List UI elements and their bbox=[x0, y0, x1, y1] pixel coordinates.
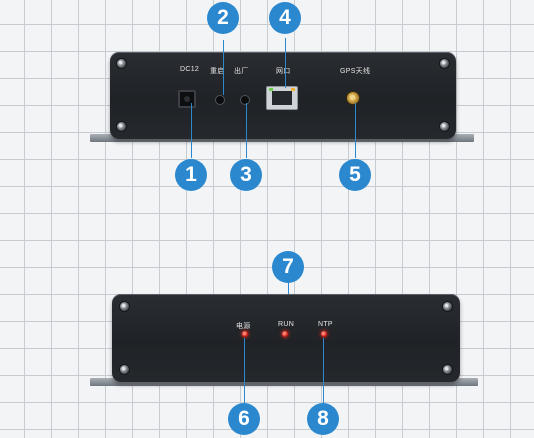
screw-icon bbox=[440, 59, 449, 68]
ntp-led-icon bbox=[321, 331, 327, 337]
callout-2-line bbox=[223, 40, 224, 95]
run-led-icon bbox=[282, 331, 288, 337]
reset-button-hole bbox=[216, 96, 224, 104]
gps-antenna-connector-icon bbox=[347, 92, 359, 104]
callout-1: 1 bbox=[175, 159, 207, 191]
power-led-icon bbox=[242, 331, 248, 337]
screw-icon bbox=[117, 59, 126, 68]
power-led-label: 电源 bbox=[236, 323, 251, 330]
callout-4: 4 bbox=[269, 2, 301, 34]
factory-reset-button-hole bbox=[241, 96, 249, 104]
ethernet-port-icon bbox=[266, 86, 298, 110]
screw-icon bbox=[120, 302, 129, 311]
screw-icon bbox=[120, 365, 129, 374]
callout-7: 7 bbox=[272, 251, 304, 283]
run-led-label: RUN bbox=[278, 321, 295, 328]
callout-1-line bbox=[191, 103, 192, 158]
callout-8: 8 bbox=[307, 403, 339, 435]
bottom-mounting-flange bbox=[90, 378, 478, 386]
callout-2: 2 bbox=[207, 2, 239, 34]
factory-reset-label: 出厂 bbox=[234, 68, 249, 75]
screw-icon bbox=[443, 302, 452, 311]
top-front-panel: DC12 重启 出厂 网口 GPS天线 bbox=[110, 52, 456, 139]
ntp-led-label: NTP bbox=[318, 321, 333, 328]
callout-6: 6 bbox=[228, 403, 260, 435]
dc-power-label: DC12 bbox=[180, 66, 200, 73]
screw-icon bbox=[443, 365, 452, 374]
screw-icon bbox=[117, 122, 126, 131]
screw-icon bbox=[440, 122, 449, 131]
callout-7-line bbox=[288, 282, 289, 294]
dc-power-jack bbox=[178, 90, 196, 108]
callout-4-line bbox=[285, 38, 286, 88]
gps-antenna-label: GPS天线 bbox=[340, 68, 371, 75]
lan-port-label: 网口 bbox=[276, 68, 291, 75]
reset-label: 重启 bbox=[210, 68, 225, 75]
callout-8-line bbox=[323, 338, 324, 404]
callout-5-line bbox=[355, 103, 356, 158]
callout-3-line bbox=[246, 103, 247, 158]
callout-3: 3 bbox=[230, 159, 262, 191]
bottom-front-panel: 电源 RUN NTP bbox=[112, 294, 460, 382]
callout-5: 5 bbox=[339, 159, 371, 191]
callout-6-line bbox=[244, 338, 245, 404]
